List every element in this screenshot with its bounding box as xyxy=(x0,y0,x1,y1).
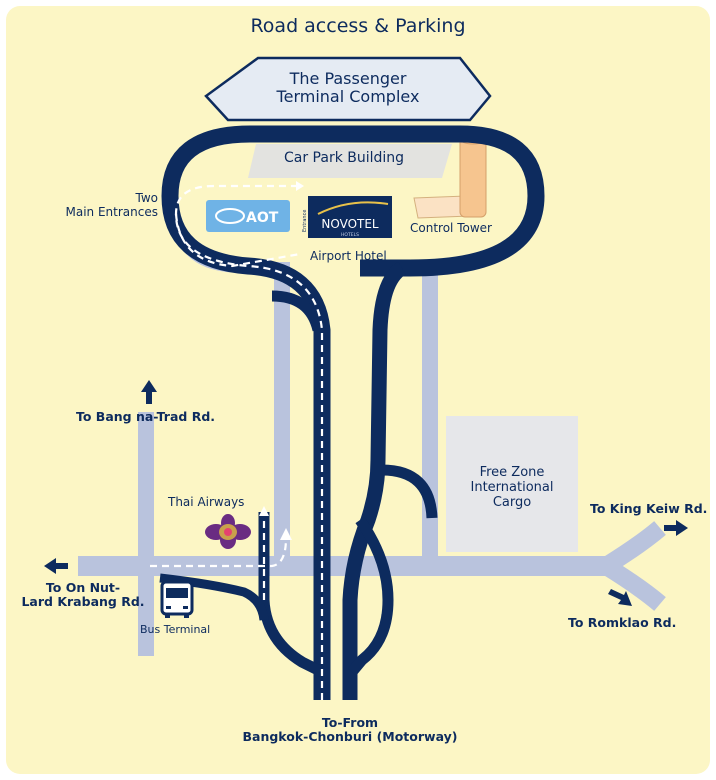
control-tower-shape xyxy=(459,136,487,218)
car-park-building-shape xyxy=(248,144,452,178)
cargo-ramp xyxy=(381,464,438,519)
local-road-dashes xyxy=(150,537,288,568)
entrances-label-line2: Main Entrances xyxy=(65,204,158,219)
motorway-label: To-From Bangkok-Chonburi (Motorway) xyxy=(200,715,500,745)
on-nut-line2: Lard Krabang Rd. xyxy=(21,594,145,610)
east-ramp xyxy=(347,516,394,676)
hotel-entrance-mark: Entrance xyxy=(302,210,308,232)
free-zone-block xyxy=(446,416,578,552)
free-zone-line2: International xyxy=(470,479,554,495)
romklao-label: To Romklao Rd. xyxy=(568,615,677,630)
main-entry-dashes xyxy=(174,184,324,700)
up-arrow-icon xyxy=(141,380,157,404)
aot-logo-text: AOT xyxy=(246,210,279,226)
west-ramp xyxy=(258,512,325,677)
novotel-logo-text: NOVOTEL xyxy=(321,217,379,231)
map-title: Road access & Parking xyxy=(250,15,466,37)
west-stub-road xyxy=(271,290,324,332)
left-arrow-icon xyxy=(44,558,68,574)
novotel-logo-sub: HOTELS xyxy=(341,232,359,238)
car-park-label: Car Park Building xyxy=(284,150,405,166)
entry-route-dashes xyxy=(150,184,324,700)
bus-icon xyxy=(160,580,194,618)
control-tower-label: Control Tower xyxy=(410,221,492,235)
right-arrow-icon xyxy=(664,520,688,536)
direction-arrows xyxy=(44,380,688,606)
free-zone-label: Free Zone International Cargo xyxy=(446,465,578,511)
east-descent-road xyxy=(342,261,407,700)
bus-terminal-label: Bus Terminal xyxy=(140,623,211,636)
aot-logo-box xyxy=(206,200,290,232)
terminal-label-line1: The Passenger xyxy=(289,69,407,88)
down-right-arrow-icon xyxy=(608,589,632,606)
king-keiw-label: To King Keiw Rd. xyxy=(590,501,708,516)
bang-na-label: To Bang na-Trad Rd. xyxy=(76,409,216,424)
terminal-label-line2: Terminal Complex xyxy=(276,87,420,107)
terminal-complex-shape xyxy=(204,56,492,122)
light-roads xyxy=(78,213,666,656)
thai-airways-logo xyxy=(205,514,251,549)
on-nut-line1: To On Nut- xyxy=(45,580,121,595)
entry-arrow-icon xyxy=(296,181,304,191)
ramp-arrow-icon xyxy=(280,528,292,540)
aot-logo-icon xyxy=(215,208,245,224)
motorway-line1: To-From xyxy=(321,715,379,730)
entrances-label-line1: Two xyxy=(135,191,159,205)
motorway-line2: Bangkok-Chonburi (Motorway) xyxy=(242,729,458,745)
romklao-branch xyxy=(601,558,666,611)
free-zone-line1: Free Zone xyxy=(479,465,545,480)
terminal-label: The Passenger Terminal Complex xyxy=(206,69,490,107)
west-ramp-arrow-icon xyxy=(259,506,269,516)
on-nut-label: To On Nut- Lard Krabang Rd. xyxy=(10,580,156,610)
entrances-label: Two Main Entrances xyxy=(30,191,159,220)
thai-airways-label: Thai Airways xyxy=(168,495,245,509)
free-zone-line3: Cargo xyxy=(492,494,532,510)
airport-hotel-label: Airport Hotel xyxy=(310,249,387,263)
